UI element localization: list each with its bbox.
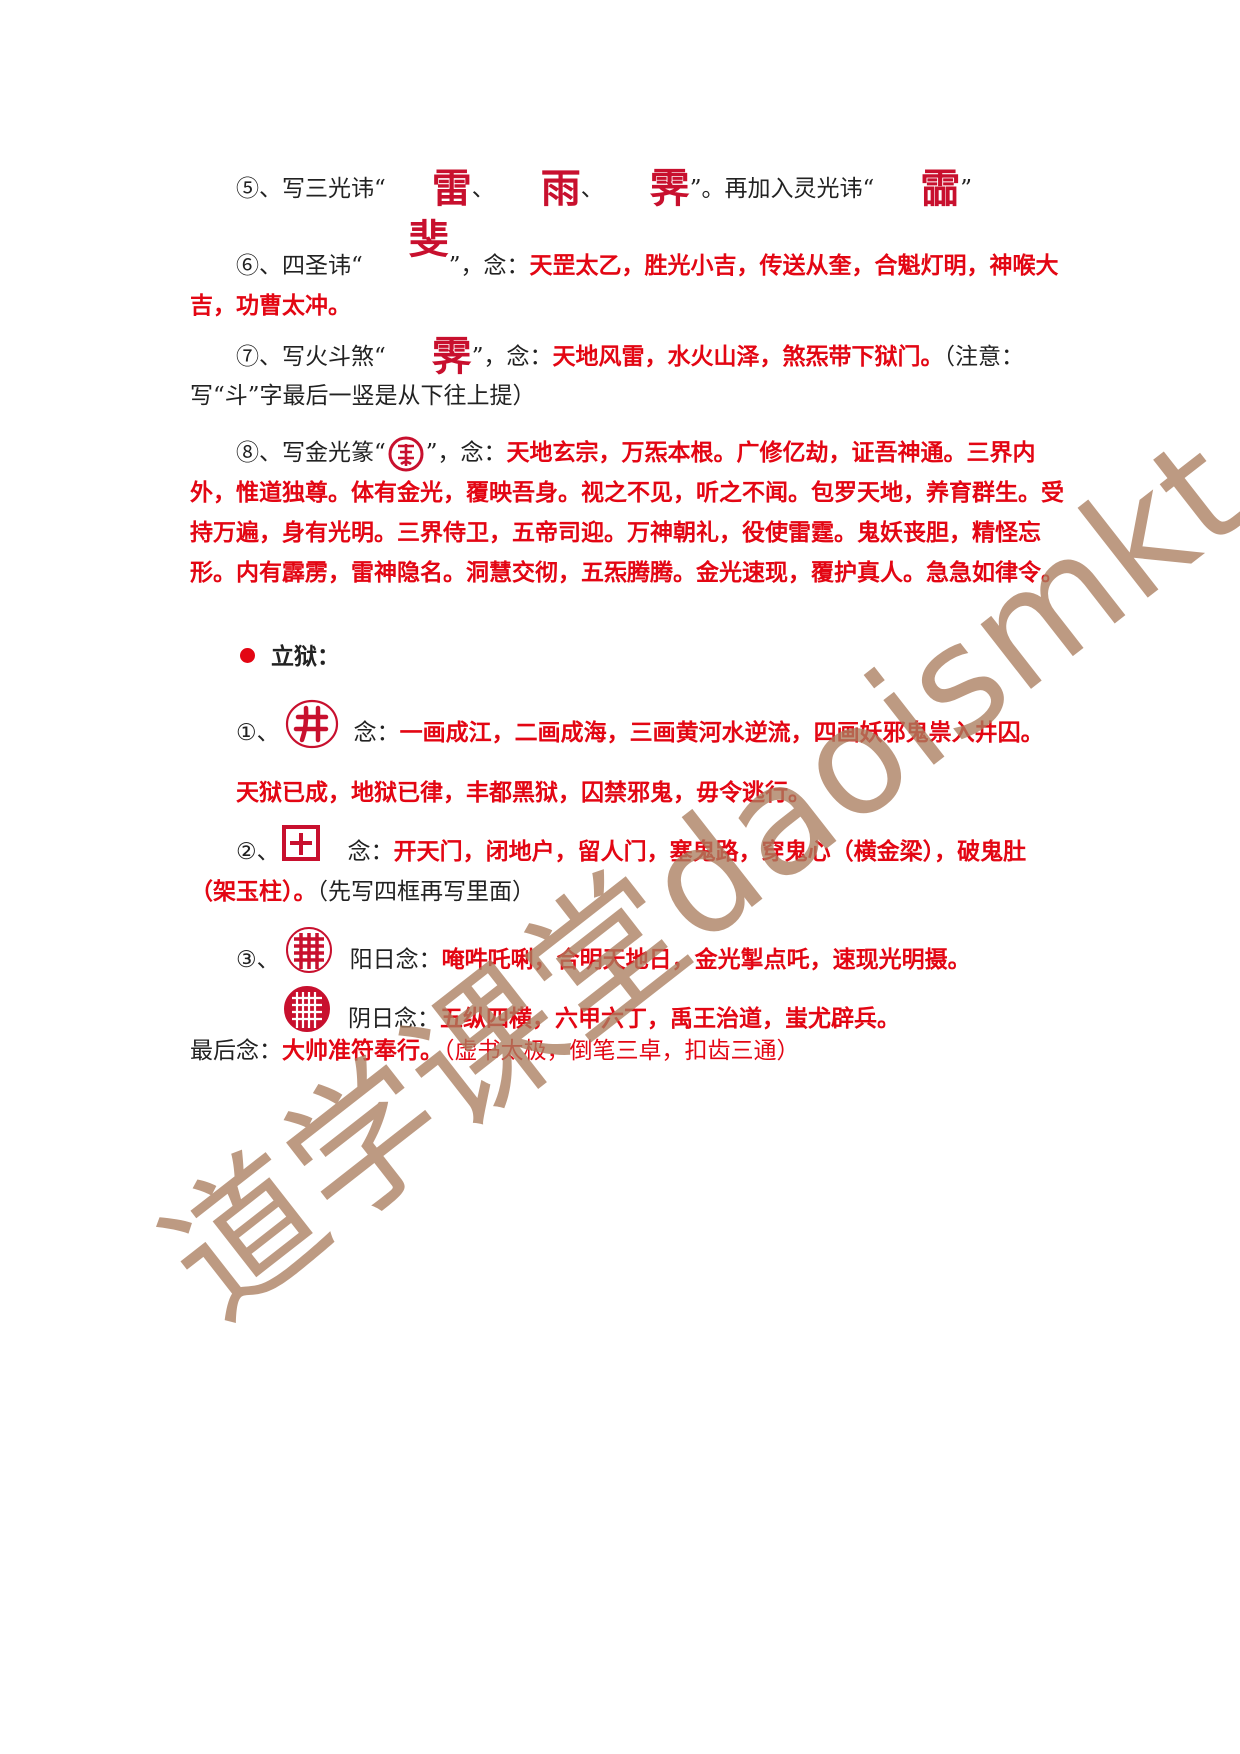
text: ” <box>960 176 973 202</box>
text: ⑥、四圣讳“ <box>236 253 363 279</box>
text: 念： <box>353 720 400 746</box>
note-text: （先写四框再写里面） <box>316 879 536 905</box>
chant-text: 一画成江，二画成海，三画黄河水逆流，四画妖邪鬼祟入井囚。 <box>399 719 1044 746</box>
talisman-char: 霁 <box>649 165 690 212</box>
text: 、 <box>580 176 604 202</box>
text: ⑦、写火斗煞“ <box>236 344 386 370</box>
note-text: （注意：写“斗”字最后一竖是从下往上提） <box>190 344 1025 409</box>
chant-text: 大帅准符奉行。 <box>282 1037 443 1064</box>
paragraph-6: ⑥、四圣讳“斐”，念：天罡太乙，胜光小吉，传送从奎，合魁灯明，神喉大吉，功曹太冲… <box>190 220 1070 326</box>
talisman-char: 斐 <box>408 216 449 263</box>
talisman-char: 雨 <box>540 165 581 212</box>
bullet-icon <box>240 648 255 663</box>
talisman-char: 霝 <box>920 165 961 212</box>
paragraph-jail-3b: 阴日念：五纵四横，六甲六丁，禹王治道，蚩尤辟兵。 <box>282 984 1070 1039</box>
text: ⑧、写金光篆“ <box>236 440 386 466</box>
text: ”，念： <box>471 344 553 370</box>
text: ⑤、写三光讳“ <box>236 176 386 202</box>
talisman-char: 雷 <box>431 165 472 212</box>
chant-text: 五纵四横，六甲六丁，禹王治道，蚩尤辟兵。 <box>440 1005 900 1032</box>
chant-text: 天罡太乙，胜光小吉，传送从奎，合魁灯明，神喉大吉，功曹太冲。 <box>190 252 1059 319</box>
chant-text: 天地风雷，水火山泽，煞炁带下狱门。 <box>552 343 944 370</box>
text: ”，念： <box>425 440 507 466</box>
paragraph-5: ⑤、写三光讳“雷、雨、霁”。再加入灵光讳“霝” <box>190 165 1070 212</box>
yin-seal <box>282 984 332 1032</box>
talisman-char: 霁 <box>431 333 472 380</box>
text: ”。再加入灵光讳“ <box>689 176 875 202</box>
paragraph-jail-1b: 天狱已成，地狱已律，丰都黑狱，囚禁邪鬼，毋令逃行。 <box>190 773 1070 813</box>
paragraph-jail-3: ③、 阳日念：唵吽吒唎，合明天地日，金光掣点吒，速现光明摄。 <box>190 925 1070 980</box>
field-seal-icon <box>281 825 320 861</box>
paragraph-jail-1: ①、 念：一画成江，二画成海，三画黄河水逆流，四画妖邪鬼祟入井囚。 <box>190 698 1070 753</box>
note-text: （虚书太极，倒笔三卓，扣齿三通） <box>443 1038 800 1064</box>
yang-seal <box>284 925 334 973</box>
text: 最后念： <box>190 1038 282 1064</box>
yin-grid-seal-icon <box>284 986 330 1032</box>
seal-icon <box>388 436 424 472</box>
text: ”，念： <box>448 253 530 279</box>
yang-grid-seal-icon <box>285 927 332 973</box>
chant-text: 天地玄宗，万炁本根。广修亿劫，证吾神通。三界内外，惟道独尊。体有金光，覆映吾身。… <box>190 439 1064 586</box>
paragraph-jail-2: ②、 念：开天门，闭地户，留人门，塞鬼路，穿鬼心（横金梁），破鬼肚（架玉柱）。（… <box>190 823 1070 912</box>
text: 阳日念： <box>349 947 442 973</box>
text: 念： <box>347 839 394 865</box>
chant-text: 天狱已成，地狱已律，丰都黑狱，囚禁邪鬼，毋令逃行。 <box>236 779 811 806</box>
well-seal-icon <box>285 699 338 749</box>
jing-seal <box>284 698 340 749</box>
text: ①、 <box>236 720 280 746</box>
chant-text: 开天门，闭地户，留人门，塞鬼路，穿鬼心（横金梁），破鬼肚（架玉柱）。 <box>190 838 1027 905</box>
section-title: 立狱： <box>271 643 340 670</box>
text: ③、 <box>236 947 280 973</box>
tian-seal <box>280 823 322 863</box>
text: ②、 <box>236 839 280 865</box>
paragraph-7: ⑦、写火斗煞“霁”，念：天地风雷，水火山泽，煞炁带下狱门。（注意：写“斗”字最后… <box>190 337 1070 416</box>
paragraph-final: 最后念：大帅准符奉行。（虚书太极，倒笔三卓，扣齿三通） <box>190 1031 1070 1071</box>
paragraph-8: ⑧、写金光篆“ ”，念：天地玄宗，万炁本根。广修亿劫，证吾神通。三界内外，惟道独… <box>190 433 1070 593</box>
jinguang-seal <box>386 436 426 472</box>
text: 、 <box>471 176 495 202</box>
section-heading: 立狱： <box>240 637 1070 676</box>
text: 阴日念： <box>348 1006 440 1032</box>
chant-text: 唵吽吒唎，合明天地日，金光掣点吒，速现光明摄。 <box>441 946 971 973</box>
